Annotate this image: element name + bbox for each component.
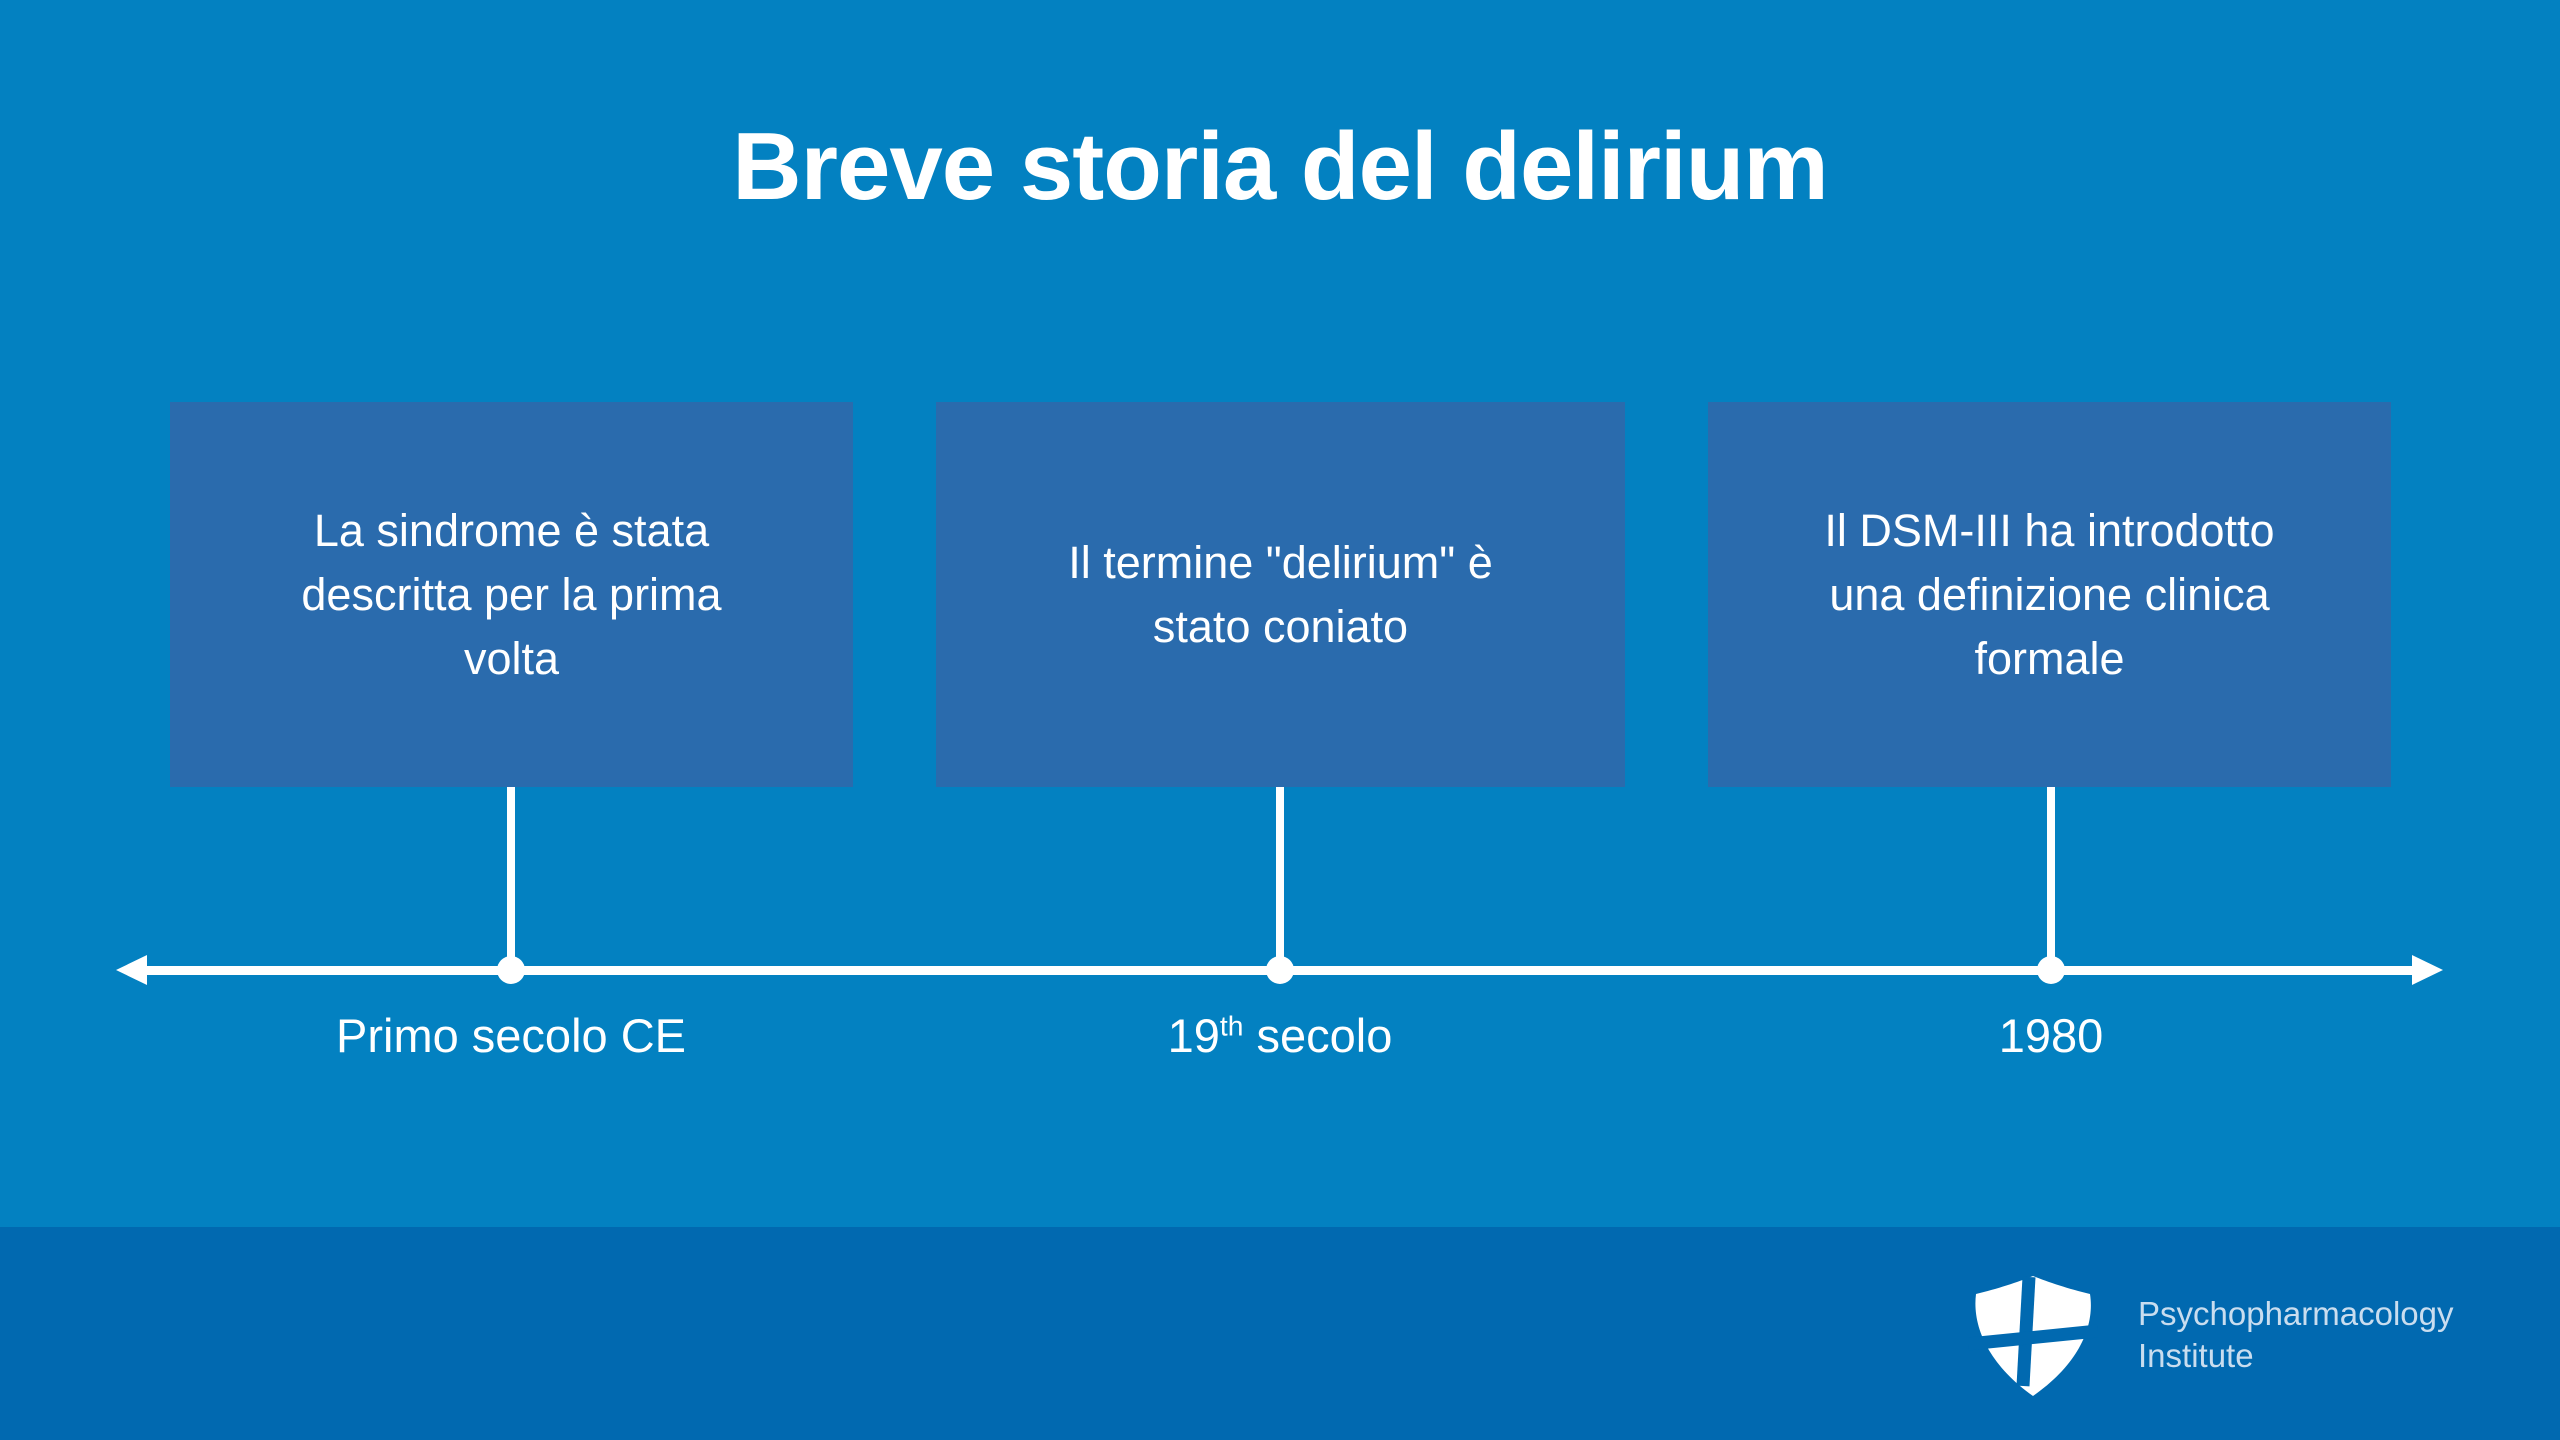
event-box-term-coined: Il termine "delirium" è stato coniato (936, 402, 1625, 787)
connector-line (2047, 787, 2055, 970)
event-box-syndrome-described: La sindrome è stata descritta per la pri… (170, 402, 853, 787)
timeline-label-19th-century: 19th secolo (1168, 1008, 1393, 1063)
event-description: Il termine "delirium" è stato coniato (1068, 536, 1493, 652)
org-name-line2: Institute (2138, 1337, 2254, 1374)
label-text: 19 (1167, 1009, 1220, 1062)
organization-name: Psychopharmacology Institute (2138, 1293, 2454, 1377)
label-superscript: th (1219, 1009, 1244, 1042)
org-name-line1: Psychopharmacology (2138, 1295, 2454, 1332)
timeline-dot (497, 956, 525, 984)
timeline-label-first-century: Primo secolo CE (336, 1008, 686, 1063)
label-text: Primo secolo CE (336, 1009, 686, 1062)
event-description: Il DSM-III ha introdotto una definizione… (1824, 504, 2275, 684)
shield-logo-icon (1968, 1276, 2098, 1396)
label-text: 1980 (1998, 1009, 2104, 1062)
connector-line (1276, 787, 1284, 970)
timeline-dot (2037, 956, 2065, 984)
connector-line (507, 787, 515, 970)
slide-title: Breve storia del delirium (732, 113, 1828, 220)
arrow-right-icon (2412, 955, 2443, 985)
timeline-label-1980: 1980 (1999, 1008, 2104, 1063)
event-box-dsm-definition: Il DSM-III ha introdotto una definizione… (1708, 402, 2391, 787)
arrow-left-icon (116, 955, 147, 985)
timeline-dot (1266, 956, 1294, 984)
footer-band: Psychopharmacology Institute (0, 1227, 2560, 1440)
event-description: La sindrome è stata descritta per la pri… (301, 504, 722, 684)
label-text: secolo (1243, 1009, 1393, 1062)
